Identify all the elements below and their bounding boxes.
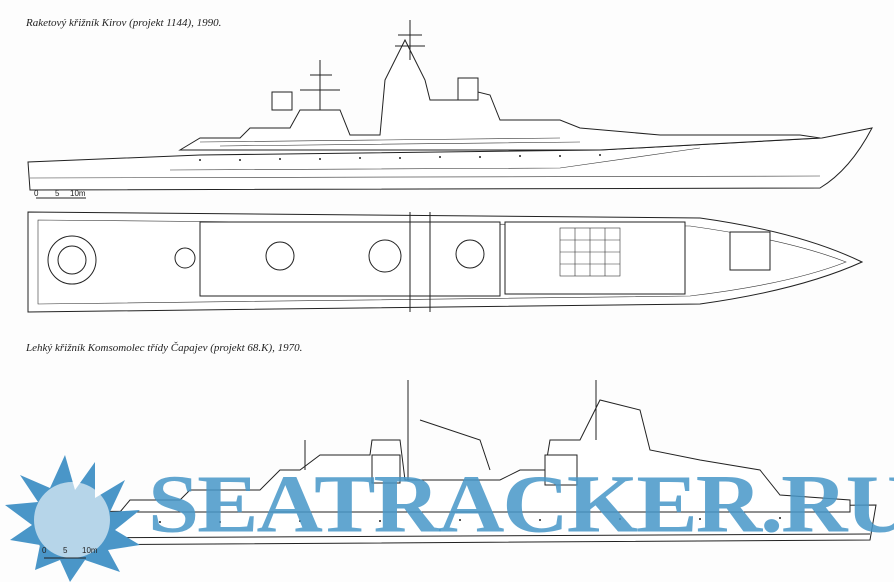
kirov-scale-bar: 0 5 10m [34, 189, 86, 199]
kirov-side-profile [27, 20, 873, 191]
capajev-caption: Lehký křižník Komsomolec třídy Čapajev (… [26, 342, 303, 354]
kirov-plan-view [27, 211, 864, 313]
kirov-caption: Raketový křižník Kirov (projekt 1144), 1… [26, 17, 222, 29]
svg-text:0: 0 [34, 189, 39, 198]
watermark-text: SEATRACKER.RU [148, 457, 894, 550]
watermark-sun-logo [5, 455, 140, 582]
svg-text:5: 5 [63, 546, 68, 555]
capajev-scale-bar: 0 5 10m [42, 546, 98, 559]
capajev-side-profile [35, 380, 877, 546]
svg-text:5: 5 [55, 189, 60, 198]
svg-text:10m: 10m [70, 189, 86, 198]
svg-text:0: 0 [42, 546, 47, 555]
svg-text:10m: 10m [82, 546, 98, 555]
